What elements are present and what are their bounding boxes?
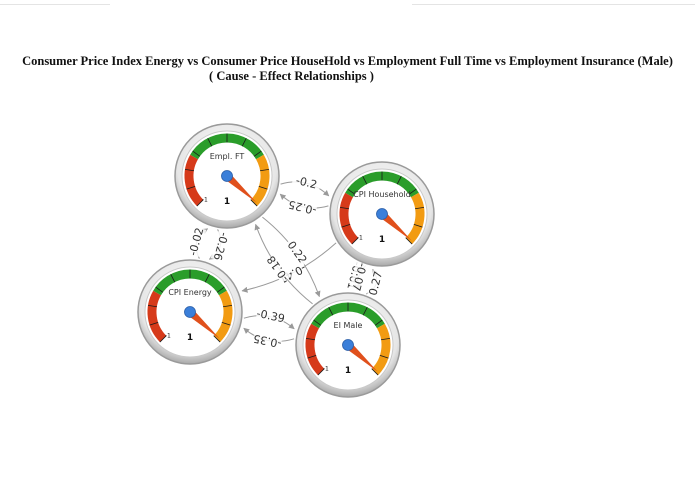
gauge-min-label: -1 bbox=[202, 196, 208, 203]
edge-label-background bbox=[366, 268, 386, 299]
top-divider-right bbox=[412, 4, 695, 5]
gauge-tick bbox=[204, 273, 210, 283]
gauge-tick bbox=[341, 223, 351, 228]
gauge-hub bbox=[342, 339, 354, 351]
gauge-band-low bbox=[184, 154, 204, 207]
gauge-tick bbox=[223, 304, 233, 308]
edge-label-background bbox=[210, 231, 230, 262]
edge-weight-label: 0.27 bbox=[366, 270, 385, 297]
gauge-tick bbox=[170, 273, 176, 283]
gauge-min-label: -1 bbox=[357, 234, 363, 241]
gauge-tick bbox=[207, 137, 213, 147]
gauge-value-label: 1 bbox=[224, 197, 230, 207]
gauge-tick bbox=[371, 368, 379, 376]
edge-label-background bbox=[255, 307, 286, 326]
gauge-tick bbox=[241, 137, 247, 147]
gauge-tick bbox=[196, 199, 204, 207]
gauge-band-low bbox=[147, 290, 167, 343]
gauge-tick bbox=[347, 188, 356, 195]
top-divider-left bbox=[0, 4, 110, 5]
edge-weight-label: -0.2 bbox=[295, 174, 319, 192]
gauge-tick bbox=[408, 188, 417, 195]
gauge-tick bbox=[258, 185, 268, 190]
chart-title: Consumer Price Index Energy vs Consumer … bbox=[22, 54, 673, 68]
gauge-value-label: 1 bbox=[187, 333, 193, 343]
gauge-cpih[interactable]: CPI Household -1 1 bbox=[329, 161, 435, 267]
gauge-value-label: 1 bbox=[345, 366, 351, 376]
edge-label-background bbox=[287, 197, 318, 216]
gauge-tick bbox=[307, 354, 317, 359]
gauge-tick bbox=[149, 321, 159, 326]
gauge-tick bbox=[253, 150, 262, 157]
gauge-tick bbox=[396, 175, 402, 185]
edge-weight-label: -0.35 bbox=[252, 332, 283, 351]
gauge-band-low bbox=[305, 323, 325, 376]
edge-label-background bbox=[252, 331, 283, 350]
chart-subtitle: ( Cause - Effect Relationships ) bbox=[209, 69, 374, 83]
gauge-eim[interactable]: EI Male -1 1 bbox=[295, 292, 401, 398]
gauge-band-high bbox=[371, 323, 391, 376]
edge-label-background bbox=[349, 261, 369, 292]
gauge-band-high bbox=[213, 290, 233, 343]
gauge-hub bbox=[221, 170, 233, 182]
gauge-cpie[interactable]: CPI Energy -1 1 bbox=[137, 259, 243, 365]
gauge-tick bbox=[362, 175, 368, 185]
edge-label-background bbox=[265, 253, 292, 284]
gauge-tick bbox=[147, 304, 157, 308]
gauge-tick bbox=[362, 306, 368, 316]
gauge-tick bbox=[155, 286, 164, 293]
gauge-tick bbox=[213, 335, 221, 343]
gauge-name-label: Empl. FT bbox=[210, 152, 245, 161]
gauge-band-high bbox=[405, 192, 425, 245]
gauge-needle bbox=[379, 211, 412, 241]
gauge-hub bbox=[376, 208, 388, 220]
edge-weight-label: -0.25 bbox=[287, 198, 318, 217]
gauge-tick bbox=[374, 319, 383, 326]
edge-label-background bbox=[187, 226, 207, 257]
gauge-tick bbox=[159, 335, 167, 343]
gauge-needle bbox=[224, 173, 257, 203]
gauge-name-label: CPI Household bbox=[353, 190, 411, 199]
edge-label-background bbox=[291, 174, 322, 193]
gauge-hub bbox=[184, 306, 196, 318]
gauge-tick bbox=[313, 319, 322, 326]
gauge-tick bbox=[351, 237, 359, 245]
gauge-tick bbox=[192, 150, 201, 157]
gauge-empl[interactable]: Empl. FT -1 1 bbox=[174, 123, 280, 229]
gauge-needle bbox=[345, 342, 378, 372]
gauge-tick bbox=[317, 368, 325, 376]
gauge-tick bbox=[260, 168, 270, 172]
gauge-tick bbox=[379, 354, 389, 359]
edge-weight-label: -0.26 bbox=[211, 231, 231, 262]
gauge-tick bbox=[305, 337, 315, 341]
gauge-needle bbox=[187, 309, 220, 339]
gauge-tick bbox=[381, 337, 391, 341]
gauge-tick bbox=[413, 223, 423, 228]
gauge-tick bbox=[328, 306, 334, 316]
gauge-min-label: -1 bbox=[323, 365, 329, 372]
gauge-name-label: EI Male bbox=[334, 321, 363, 330]
gauge-value-label: 1 bbox=[379, 235, 385, 245]
gauge-tick bbox=[221, 321, 231, 326]
gauge-tick bbox=[405, 237, 413, 245]
edge-weight-label: -0.02 bbox=[186, 226, 206, 257]
gauge-band-low bbox=[339, 192, 359, 245]
gauge-tick bbox=[339, 206, 349, 210]
gauge-name-label: CPI Energy bbox=[168, 288, 212, 297]
edge-weight-label: -0.39 bbox=[255, 307, 286, 326]
gauge-min-label: -1 bbox=[165, 332, 171, 339]
edge-label-background bbox=[283, 237, 310, 268]
gauge-tick bbox=[184, 168, 194, 172]
gauge-band-high bbox=[250, 154, 270, 207]
gauge-tick bbox=[250, 199, 258, 207]
gauge-tick bbox=[415, 206, 425, 210]
edge-weight-label: -0.18 bbox=[264, 253, 291, 284]
gauge-tick bbox=[186, 185, 196, 190]
gauge-tick bbox=[216, 286, 225, 293]
